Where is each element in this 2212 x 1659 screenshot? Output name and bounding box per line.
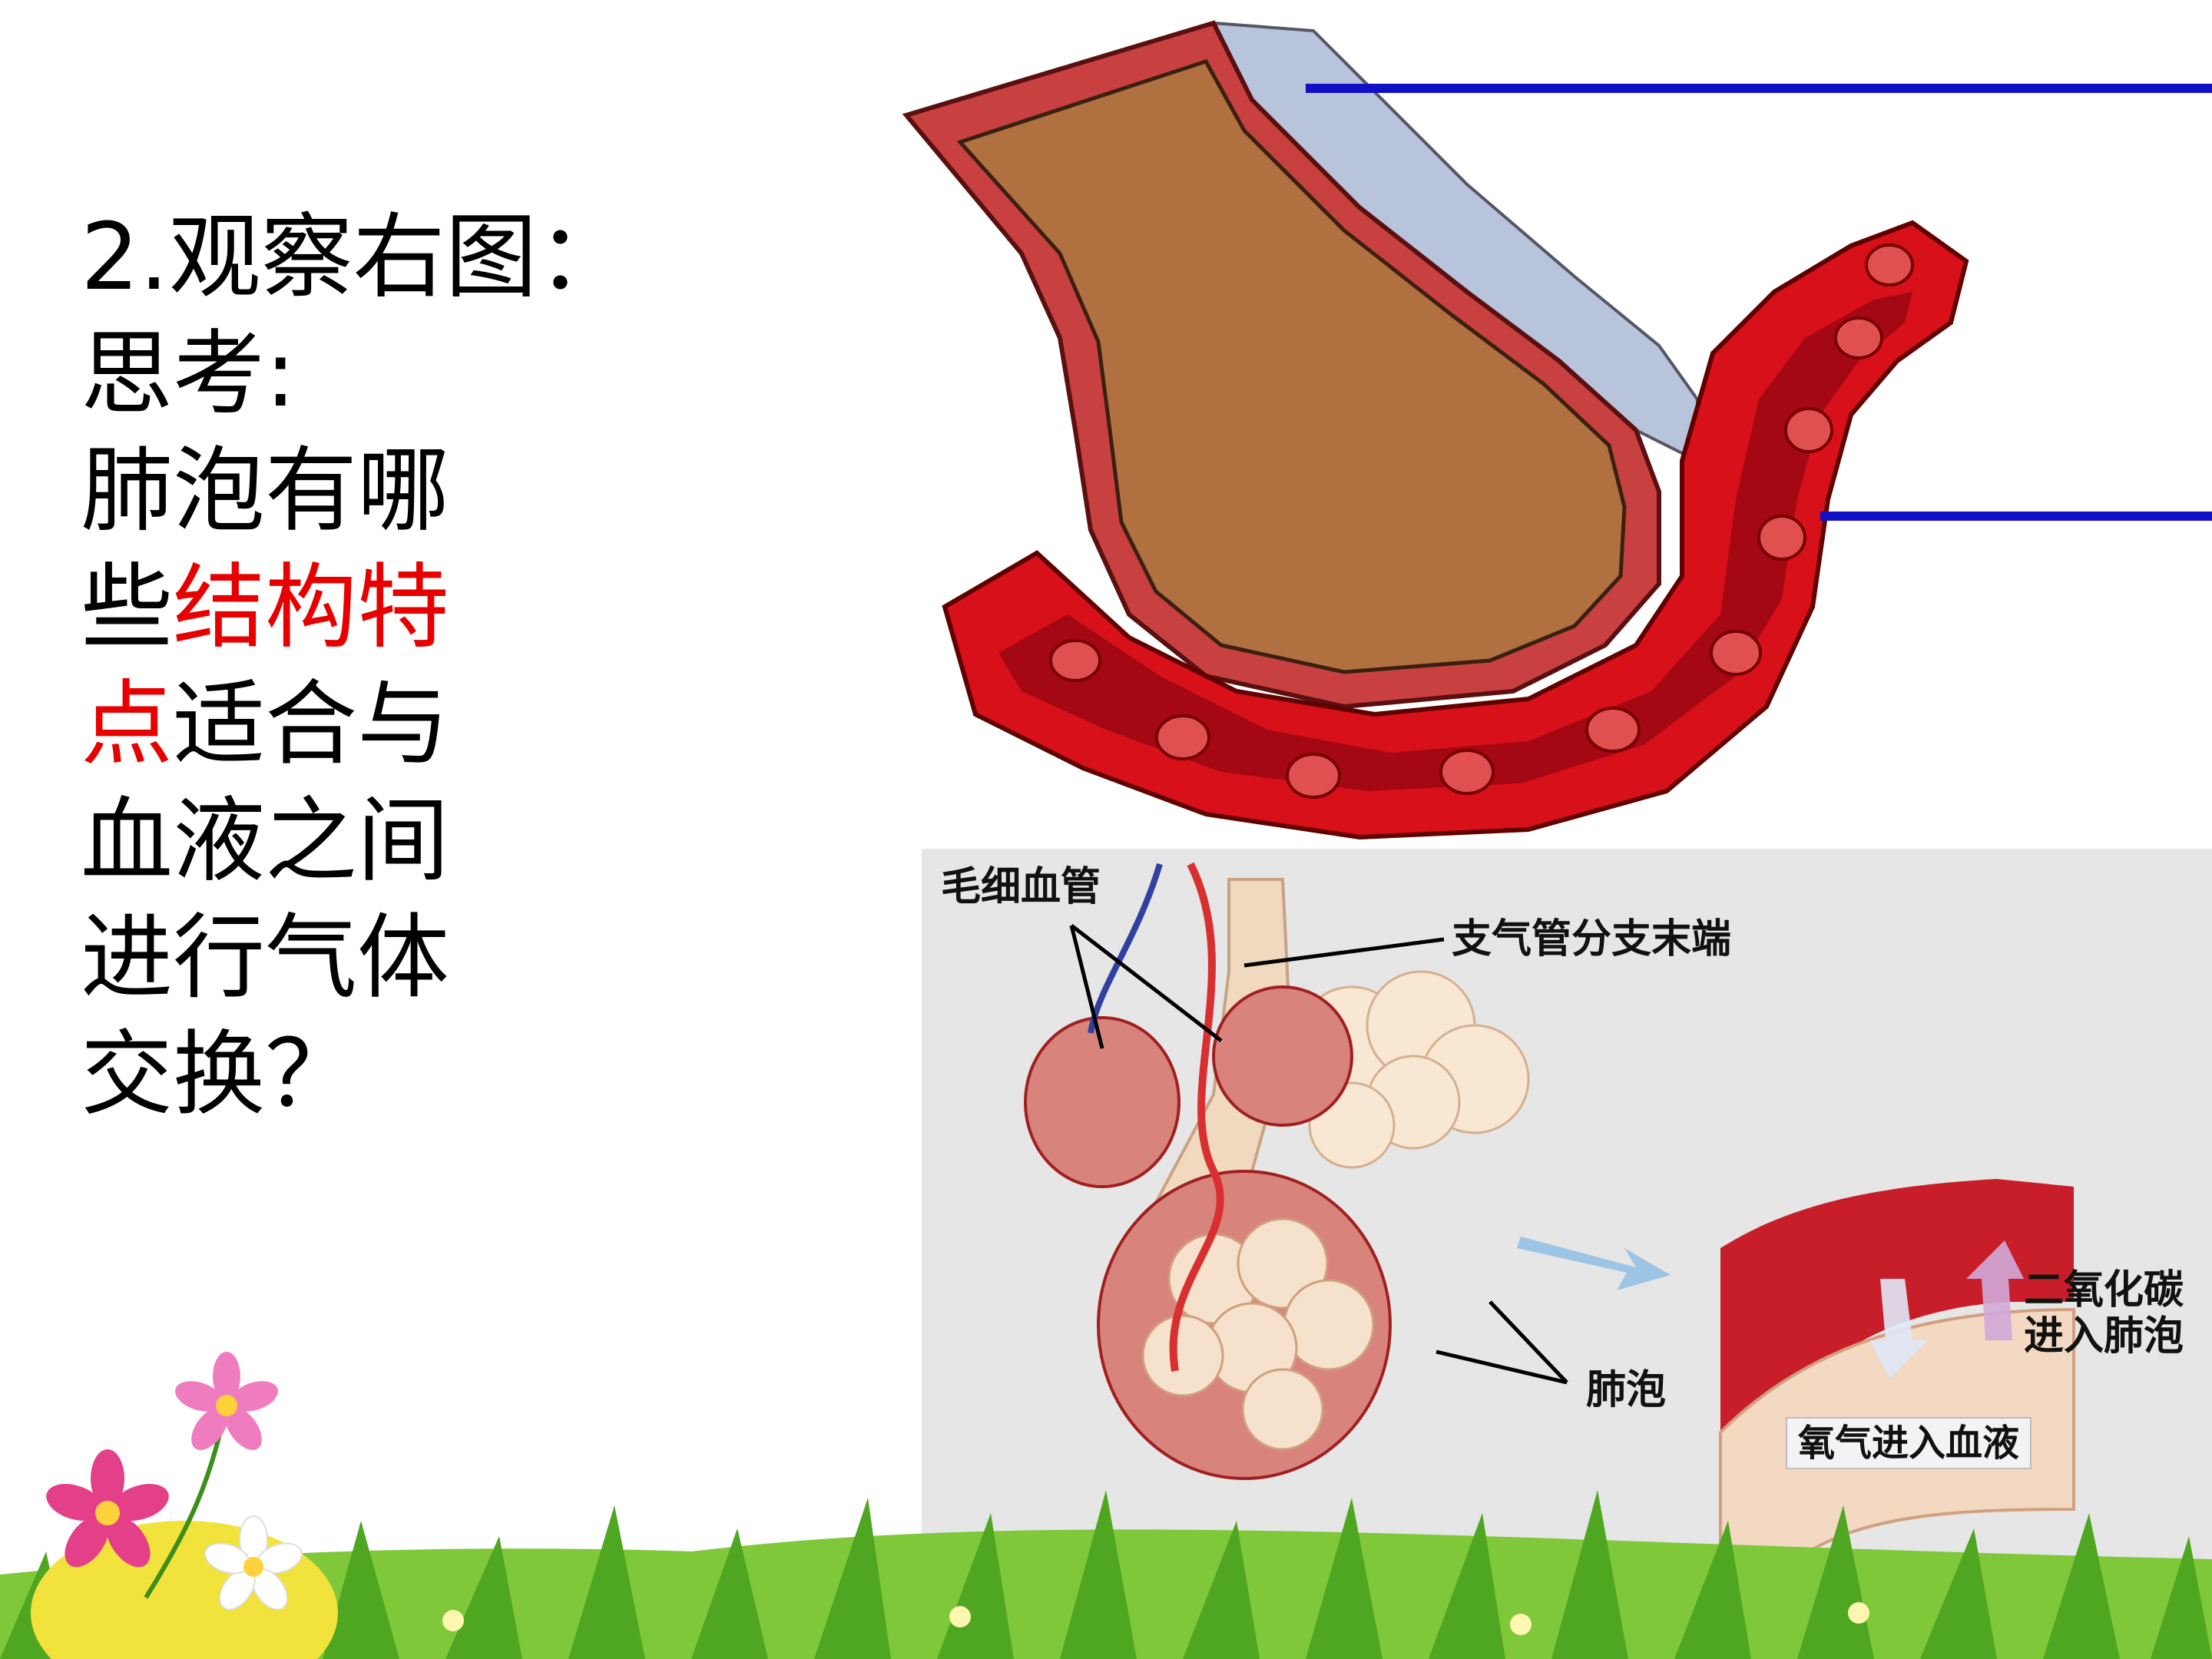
label-co2-line1: 二氧化碳: [2024, 1267, 2184, 1313]
alveolus: [1143, 1316, 1223, 1396]
red-blood-cell: [1051, 641, 1100, 680]
pointer-alveoli-a: [1490, 1302, 1567, 1382]
red-blood-cell: [1836, 318, 1882, 358]
red-blood-cell: [1287, 754, 1339, 797]
pointer-alveoli-b: [1436, 1352, 1567, 1382]
highlight-structure: 结构特: [173, 555, 449, 661]
question-line-1: 2.观察右图：: [81, 200, 511, 316]
question-line-2: 思考:: [81, 316, 511, 433]
alveolar-sac: [1214, 987, 1352, 1125]
label-capillary: 毛细血管: [941, 864, 1101, 910]
red-blood-cell: [1587, 708, 1639, 751]
zoom-arrow: [1517, 1237, 1671, 1290]
flower-decoration: [31, 1336, 353, 1659]
alveolus: [1243, 1369, 1323, 1449]
red-blood-cell: [1157, 716, 1209, 759]
red-blood-cell: [1759, 516, 1805, 559]
label-bronchiole: 支气管分支末端: [1452, 916, 1731, 962]
label-alveoli: 肺泡: [1586, 1367, 1666, 1413]
question-line-3: 肺泡有哪: [81, 433, 511, 550]
red-blood-cell: [1441, 750, 1493, 793]
question-line-5: 点适合与: [81, 667, 511, 783]
red-blood-cell: [1866, 245, 1912, 285]
alveolus-capillary-diagram: [883, 0, 2212, 845]
red-blood-cell: [1711, 631, 1760, 674]
red-blood-cell: [1786, 409, 1832, 452]
question-line-8: 交换？: [81, 1017, 511, 1134]
highlight-feature: 点: [81, 671, 173, 778]
pink-flower-icon: [171, 1352, 282, 1456]
question-line-6: 血液之间: [81, 783, 511, 900]
question-text: 2.观察右图： 思考: 肺泡有哪 些结构特 点适合与 血液之间 进行气体 交换？: [81, 200, 511, 1134]
question-line-4: 些结构特: [81, 550, 511, 667]
alveolus: [1284, 1280, 1373, 1369]
label-co2-line2: 进入肺泡: [2024, 1313, 2184, 1359]
label-co2: 二氧化碳 进入肺泡: [2024, 1267, 2184, 1359]
question-line-7: 进行气体: [81, 900, 511, 1017]
